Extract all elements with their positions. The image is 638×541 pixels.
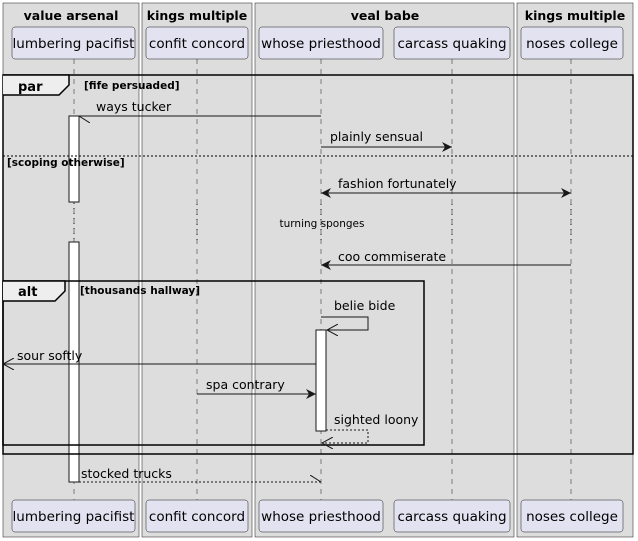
par-else-guard: [scoping otherwise]	[7, 157, 125, 169]
participant-noses-college-bottom[interactable]	[520, 499, 624, 533]
par-operator: par	[18, 80, 43, 95]
message-label: stocked trucks	[81, 466, 172, 481]
messages: ways tucker plainly sensual fashion fort…	[3, 99, 571, 483]
participant-noses-college[interactable]	[520, 26, 624, 60]
activation-bars	[68, 115, 327, 483]
participant-label: noses college	[526, 509, 618, 525]
participant-label: confit concord	[149, 509, 245, 525]
participant-lumbering-pacifist[interactable]	[11, 26, 136, 60]
activation-whose-priesthood	[315, 329, 327, 432]
alt-operator: alt	[18, 285, 37, 300]
message-label: coo commiserate	[338, 249, 446, 264]
message-belie-bide[interactable]	[321, 316, 369, 330]
participant-carcass-quaking-bottom[interactable]	[393, 499, 511, 533]
par-fragment: par [fife persuaded] [scoping otherwise]	[2, 74, 634, 455]
message-label: ways tucker	[96, 99, 172, 114]
message-label: plainly sensual	[330, 129, 423, 144]
group-title-veal-babe: veal babe	[351, 8, 420, 23]
group-title-value-arsenal: value arsenal	[24, 8, 119, 23]
message-label: sighted loony	[334, 412, 419, 427]
alt-operator-tab	[3, 280, 66, 302]
participant-label: lumbering pacifist	[13, 509, 135, 525]
participant-lumbering-pacifist-bottom[interactable]	[11, 499, 136, 533]
alt-guard: [thousands hallway]	[80, 285, 200, 297]
participant-label: whose priesthood	[261, 509, 381, 525]
delay-dots	[196, 204, 572, 240]
activation-lumbering-pacifist-2	[68, 241, 80, 483]
par-operator-tab	[3, 74, 70, 96]
participant-heads-top: lumbering pacifist confit concord whose …	[11, 26, 624, 60]
participant-carcass-quaking[interactable]	[393, 26, 511, 60]
participant-confit-concord[interactable]	[145, 26, 249, 60]
message-label: sour softly	[17, 348, 83, 363]
participant-whose-priesthood-bottom[interactable]	[258, 499, 384, 533]
group-box-veal-babe	[254, 2, 515, 538]
participant-heads-bottom: lumbering pacifist confit concord whose …	[11, 499, 624, 533]
participant-label: confit concord	[149, 36, 245, 52]
participant-confit-concord-bottom[interactable]	[145, 499, 249, 533]
participant-label: whose priesthood	[261, 36, 381, 52]
group-title-kings-multiple-2: kings multiple	[525, 8, 625, 23]
message-label: spa contrary	[206, 377, 285, 392]
message-sighted-loony[interactable]	[322, 429, 369, 443]
par-guard: [fife persuaded]	[84, 80, 180, 92]
delay-label: turning sponges	[280, 218, 365, 230]
participant-label: noses college	[526, 36, 618, 52]
participant-whose-priesthood[interactable]	[258, 26, 384, 60]
message-label: fashion fortunately	[338, 176, 457, 191]
message-label: belie bide	[334, 298, 396, 313]
participant-label: carcass quaking	[397, 36, 506, 52]
alt-fragment: alt [thousands hallway]	[2, 280, 425, 446]
participant-label: lumbering pacifist	[13, 36, 135, 52]
group-box-kings-multiple-2	[516, 2, 634, 538]
group-title-kings-multiple-1: kings multiple	[147, 8, 247, 23]
par-frame	[2, 74, 634, 455]
activation-lumbering-pacifist-1	[68, 115, 80, 203]
participant-label: carcass quaking	[397, 509, 506, 525]
